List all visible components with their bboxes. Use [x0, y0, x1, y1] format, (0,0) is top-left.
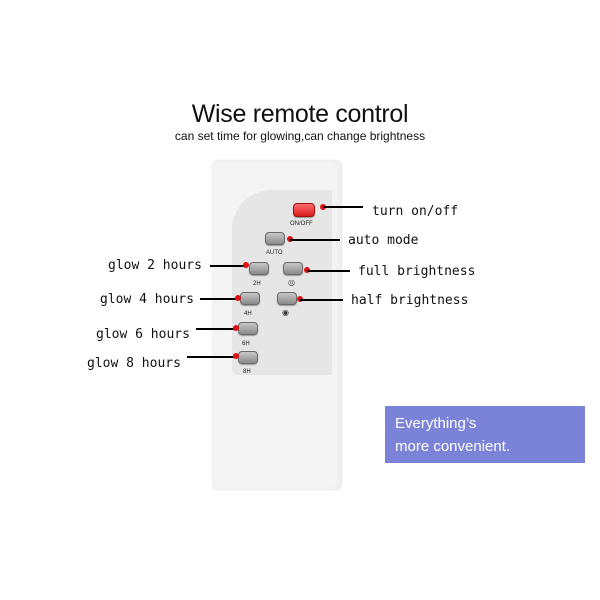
callout-auto-mode: auto mode	[348, 233, 419, 248]
callout-line-glow-8	[187, 356, 237, 358]
glow-6h-button[interactable]	[238, 322, 258, 335]
promo-line-2: more convenient.	[395, 438, 511, 455]
callout-dot-glow-2	[243, 262, 249, 268]
glow-8h-button[interactable]	[238, 351, 258, 364]
callout-glow-4-hours: glow 4 hours	[100, 292, 194, 307]
callout-glow-6-hours: glow 6 hours	[96, 327, 190, 342]
callout-full-brightness: full brightness	[358, 264, 476, 279]
callout-line-half	[300, 299, 343, 301]
callout-turn-on-off: turn on/off	[372, 204, 459, 219]
full-brightness-button[interactable]	[283, 262, 303, 275]
callout-half-brightness: half brightness	[351, 293, 469, 308]
full-brightness-icon: ◎	[288, 278, 295, 287]
callout-line-glow-6	[196, 328, 237, 330]
callout-line-full	[307, 270, 350, 272]
auto-label: AUTO	[266, 250, 283, 256]
glow-2h-label: 2H	[253, 281, 261, 287]
callout-line-auto	[290, 239, 340, 241]
callout-dot-glow-6	[233, 325, 239, 331]
glow-4h-label: 4H	[244, 311, 252, 317]
glow-8h-label: 8H	[243, 369, 251, 375]
glow-6h-label: 6H	[242, 341, 250, 347]
page-subtitle: can set time for glowing,can change brig…	[174, 129, 426, 143]
callout-dot-glow-4	[235, 295, 241, 301]
callout-line-glow-2	[210, 265, 247, 267]
glow-2h-button[interactable]	[249, 262, 269, 275]
on-off-label: ON/OFF	[290, 221, 313, 227]
glow-4h-button[interactable]	[240, 292, 260, 305]
promo-line-1: Everything’s	[395, 415, 477, 432]
callout-glow-8-hours: glow 8 hours	[87, 356, 181, 371]
auto-button[interactable]	[265, 232, 285, 245]
callout-line-glow-4	[200, 298, 238, 300]
remote-button-panel	[232, 190, 332, 375]
on-off-button[interactable]	[293, 203, 315, 217]
callout-line-on-off	[323, 206, 363, 208]
callout-glow-2-hours: glow 2 hours	[108, 258, 202, 273]
promo-banner: Everything’s more convenient.	[385, 406, 585, 463]
callout-dot-glow-8	[233, 353, 239, 359]
half-brightness-button[interactable]	[277, 292, 297, 305]
page-title: Wise remote control	[191, 100, 409, 128]
half-brightness-icon: ◉	[282, 308, 289, 317]
